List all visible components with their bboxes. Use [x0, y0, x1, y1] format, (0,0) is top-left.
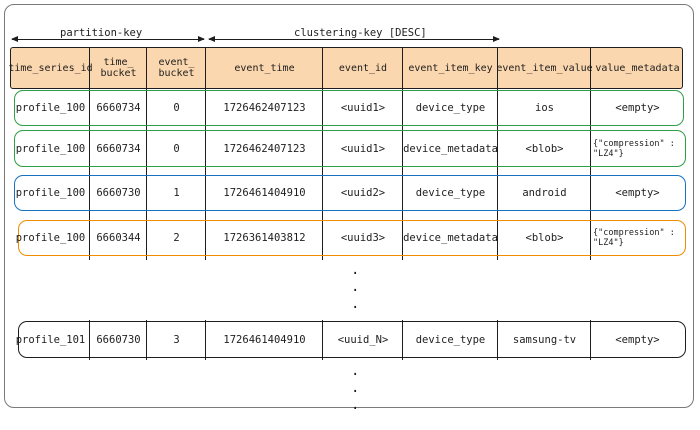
column-divider: [322, 320, 323, 360]
table-cell: profile_100: [15, 187, 86, 199]
column-header: value_metadata: [591, 48, 684, 88]
table-cell: profile_100: [15, 232, 86, 244]
table-cell: profile_100: [15, 142, 86, 155]
table-cell: 6660344: [96, 232, 141, 244]
table-cell: 2: [173, 232, 180, 244]
column-header-line: time_: [103, 57, 134, 68]
clustering-key-label: clustering-key [DESC]: [290, 27, 431, 39]
column-header: time_bucket: [90, 48, 147, 88]
table-cell: profile_100: [15, 102, 86, 114]
column-divider: [146, 320, 147, 360]
table-cell: <uuid1>: [340, 102, 386, 114]
table-cell: <empty>: [615, 102, 660, 114]
table-cell: profile_101: [15, 333, 86, 346]
partition-key-arrow: [11, 36, 205, 42]
table-row: profile_100 6660730 1 1726461404910 <uuid2> d…: [14, 175, 686, 211]
column-header-line: time_series_id: [8, 62, 93, 74]
table-cell: device_type: [415, 333, 486, 346]
table-cell: 3: [173, 333, 180, 346]
table-cell: <uuid2>: [340, 187, 386, 199]
column-divider: [205, 320, 206, 360]
ellipsis-dot: .: [351, 380, 360, 396]
column-header: event_id: [323, 48, 403, 88]
table-row: profile_101 6660730 3 1726461404910 <uuid_N>…: [16, 321, 686, 358]
column-divider: [89, 320, 90, 360]
column-divider: [402, 47, 403, 260]
column-divider: [497, 47, 498, 260]
column-divider: [89, 47, 90, 260]
table-cell: <empty>: [615, 187, 660, 199]
table-cell: device_metadata: [403, 142, 498, 155]
column-header-line: event_item_key: [408, 62, 493, 74]
table-cell: 1: [173, 187, 180, 199]
column-header-line: event_id: [338, 62, 388, 74]
ellipsis-dot: .: [351, 262, 360, 278]
table-cell: {"compression" : "LZ4"}: [593, 228, 675, 248]
ellipsis-dot: .: [351, 279, 360, 295]
column-header: time_series_id: [8, 48, 93, 88]
table-cell: 6660734: [96, 102, 141, 114]
table-cell: <uuid3>: [340, 232, 386, 244]
column-header-line: event_: [158, 57, 195, 68]
table-cell: {"compression" : "LZ4"}: [593, 138, 675, 159]
table-cell: 1726461404910: [223, 187, 306, 199]
column-divider: [590, 320, 591, 360]
column-divider: [146, 47, 147, 260]
column-header-line: event_time: [234, 62, 295, 74]
diagram-frame: [4, 4, 694, 408]
table-cell: samsung-tv: [512, 333, 577, 346]
column-header-line: bucket: [158, 68, 195, 79]
column-divider: [590, 47, 591, 260]
table-cell: <blob>: [525, 232, 564, 244]
table-cell: device_type: [415, 187, 486, 199]
table-cell: device_metadata: [403, 232, 498, 244]
table-cell: 1726462407123: [223, 102, 306, 114]
ellipsis-dot: .: [351, 296, 360, 312]
table-cell: 0: [173, 102, 180, 114]
table-cell: 1726361403812: [223, 232, 306, 244]
table-cell: 6660730: [96, 187, 141, 199]
table-row: profile_100 6660344 2 1726361403812 <uuid3> d…: [16, 220, 686, 256]
table-cell: <empty>: [615, 333, 660, 346]
table-cell: android: [522, 187, 567, 199]
table-cell: <blob>: [525, 142, 564, 155]
table-cell: <uuid1>: [340, 142, 386, 155]
table-cell: 1726461404910: [223, 333, 306, 346]
table-cell: 6660734: [96, 142, 141, 155]
table-row: profile_100 6660734 0 1726462407123 <uuid1> d…: [14, 130, 686, 167]
table-cell: device_type: [415, 102, 486, 114]
column-divider: [205, 47, 206, 260]
column-header-line: value_metadata: [595, 62, 680, 74]
column-divider: [322, 47, 323, 260]
table-cell: 6660730: [96, 333, 141, 346]
column-header: event_item_key: [403, 48, 498, 88]
partition-key-label: partition-key: [56, 27, 147, 39]
ellipsis-dot: .: [351, 397, 360, 413]
column-divider: [497, 320, 498, 360]
column-header-line: bucket: [100, 68, 137, 79]
table-cell: 1726462407123: [223, 142, 306, 155]
table-row: profile_100 6660734 0 1726462407123 <uuid1> d…: [14, 90, 684, 126]
column-header-line: event_item_value: [496, 62, 593, 74]
table-cell: 0: [173, 142, 180, 155]
table-cell: <uuid_N>: [337, 333, 389, 346]
ellipsis-dot: .: [351, 363, 360, 379]
column-divider: [402, 320, 403, 360]
column-header: event_item_value: [496, 48, 593, 88]
clustering-key-arrow: [208, 36, 500, 42]
column-header: event_time: [206, 48, 323, 88]
table-cell: ios: [535, 102, 554, 114]
column-header: event_bucket: [147, 48, 206, 88]
